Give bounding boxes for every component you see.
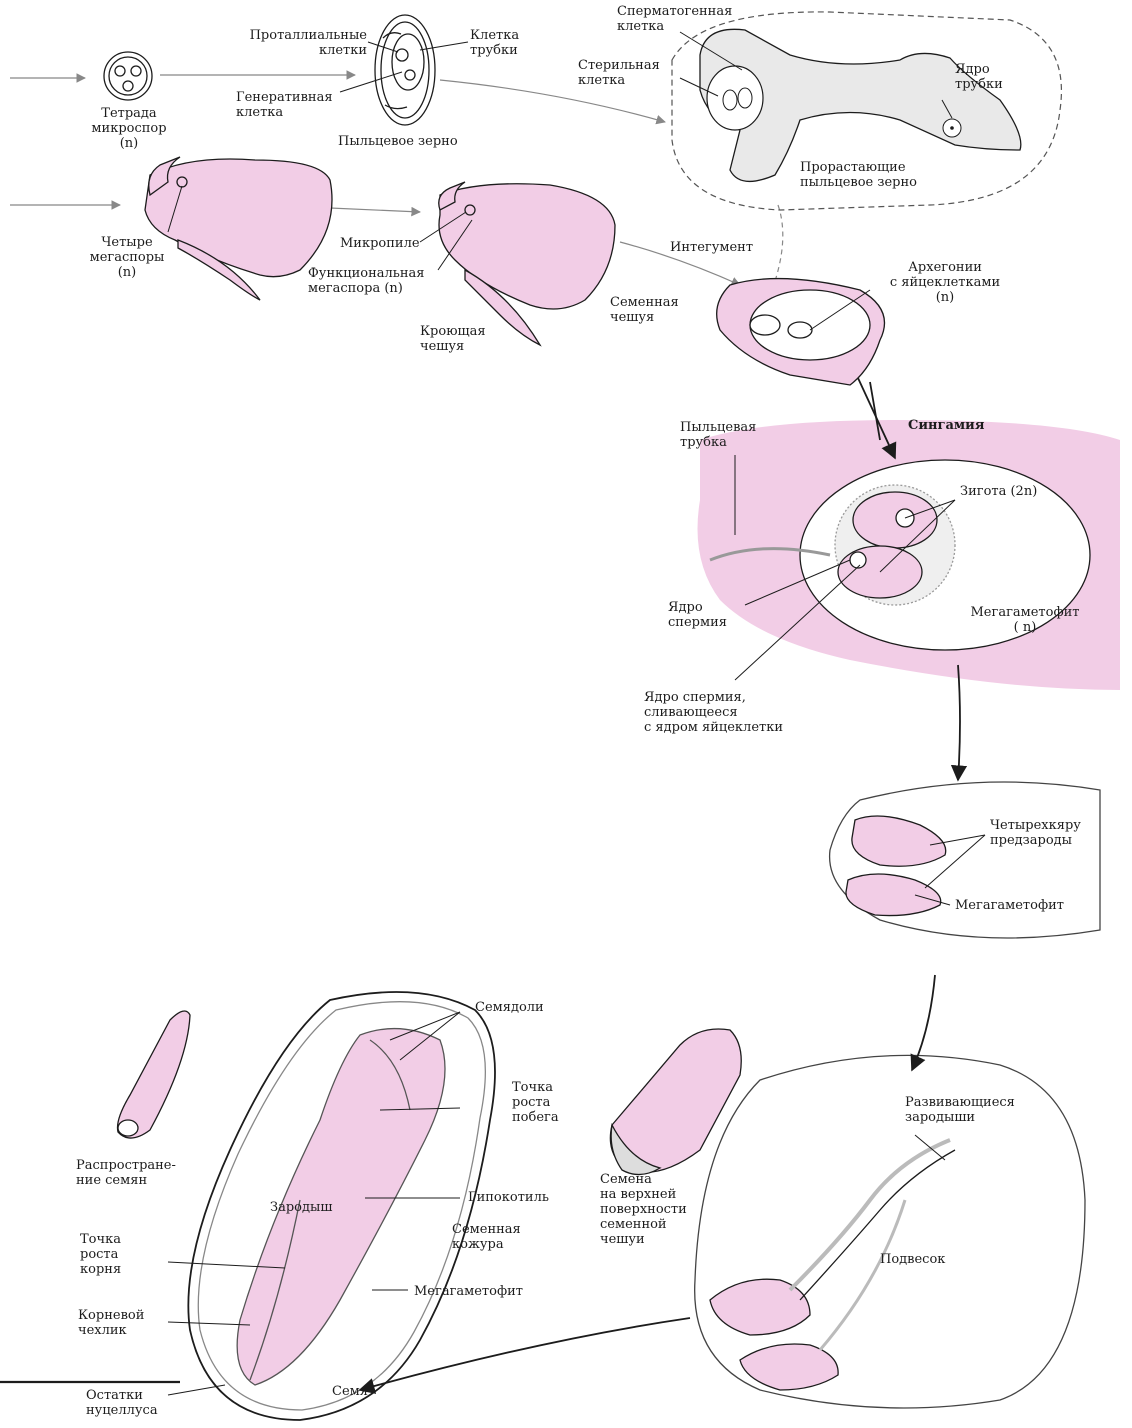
tetrad-drawing — [104, 52, 152, 100]
proembryos-drawing — [830, 782, 1100, 938]
label-root-cap: Корневой чехлик — [78, 1308, 168, 1338]
label-cotyledons: Семядоли — [475, 1000, 585, 1015]
label-archegonia: Архегонии с яйцеклетками (n) — [860, 260, 1030, 305]
label-zygote: Зигота (2n) — [960, 484, 1080, 499]
label-seed: Семя — [332, 1384, 392, 1399]
label-megagametophyte-n: Мегагаметофит ( n) — [955, 605, 1095, 635]
label-embryo: Зародыш — [270, 1200, 360, 1215]
label-tube-cell: Клетка трубки — [470, 28, 550, 58]
label-functional-megaspore: Функциональная мегаспора (n) — [308, 266, 458, 296]
label-micropyle: Микропиле — [340, 236, 440, 251]
label-developing-embryos: Развивающиеся зародыши — [905, 1095, 1055, 1125]
label-sperm-fusing: Ядро спермия, сливающееся с ядром яйцекл… — [644, 690, 844, 735]
label-integument: Интегумент — [670, 240, 780, 255]
label-suspensor: Подвесок — [880, 1252, 980, 1267]
label-bract-scale: Кроющая чешуя — [420, 324, 500, 354]
label-pollen-grain: Пыльцевое зерно — [338, 134, 508, 149]
label-germinating-pollen: Прорастающие пыльцевое зерно — [800, 160, 970, 190]
label-spermatogenous-cell: Сперматогенная клетка — [617, 4, 777, 34]
syngamy-drawing — [698, 420, 1121, 690]
label-seed-coat: Семенная кожура — [452, 1222, 552, 1252]
label-megagametophyte-2: Мегагаметофит — [955, 898, 1105, 913]
label-seeds-on-scale: Семена на верхней поверхности семенной ч… — [600, 1172, 710, 1247]
label-hypocotyl: Гипокотиль — [468, 1190, 588, 1205]
label-syngamy: Сингамия — [908, 418, 1008, 433]
label-seed-scale: Семенная чешуя — [610, 295, 690, 325]
label-megagametophyte-3: Мегагаметофит — [414, 1284, 564, 1299]
label-pollen-tube: Пыльцевая трубка — [680, 420, 780, 450]
label-shoot-apex: Точка роста побега — [512, 1080, 582, 1125]
label-four-cell-proembryos: Четырехкяру предзароды — [990, 818, 1130, 848]
label-nucellus-remains: Остатки нуцеллуса — [86, 1388, 186, 1418]
label-seed-dispersal: Распростране- ние семян — [76, 1158, 186, 1188]
label-four-megaspores: Четыре мегаспоры (n) — [82, 235, 172, 280]
pollen-grain-drawing — [375, 15, 435, 125]
label-tube-nucleus: Ядро трубки — [955, 62, 1025, 92]
megaspores-scale-drawing — [145, 157, 332, 300]
functional-megaspore-scale-drawing — [439, 182, 615, 345]
seed-dispersal-drawing — [118, 1011, 191, 1138]
label-sperm-nucleus: Ядро спермия — [668, 600, 748, 630]
label-prothallial-cells: Проталлиальные клетки — [212, 28, 367, 58]
label-tetrad: Тетрада микроспор (n) — [84, 106, 174, 151]
label-sterile-cell: Стерильная клетка — [578, 58, 688, 88]
label-generative-cell: Генеративная клетка — [236, 90, 356, 120]
label-root-apex: Точка роста корня — [80, 1232, 160, 1277]
